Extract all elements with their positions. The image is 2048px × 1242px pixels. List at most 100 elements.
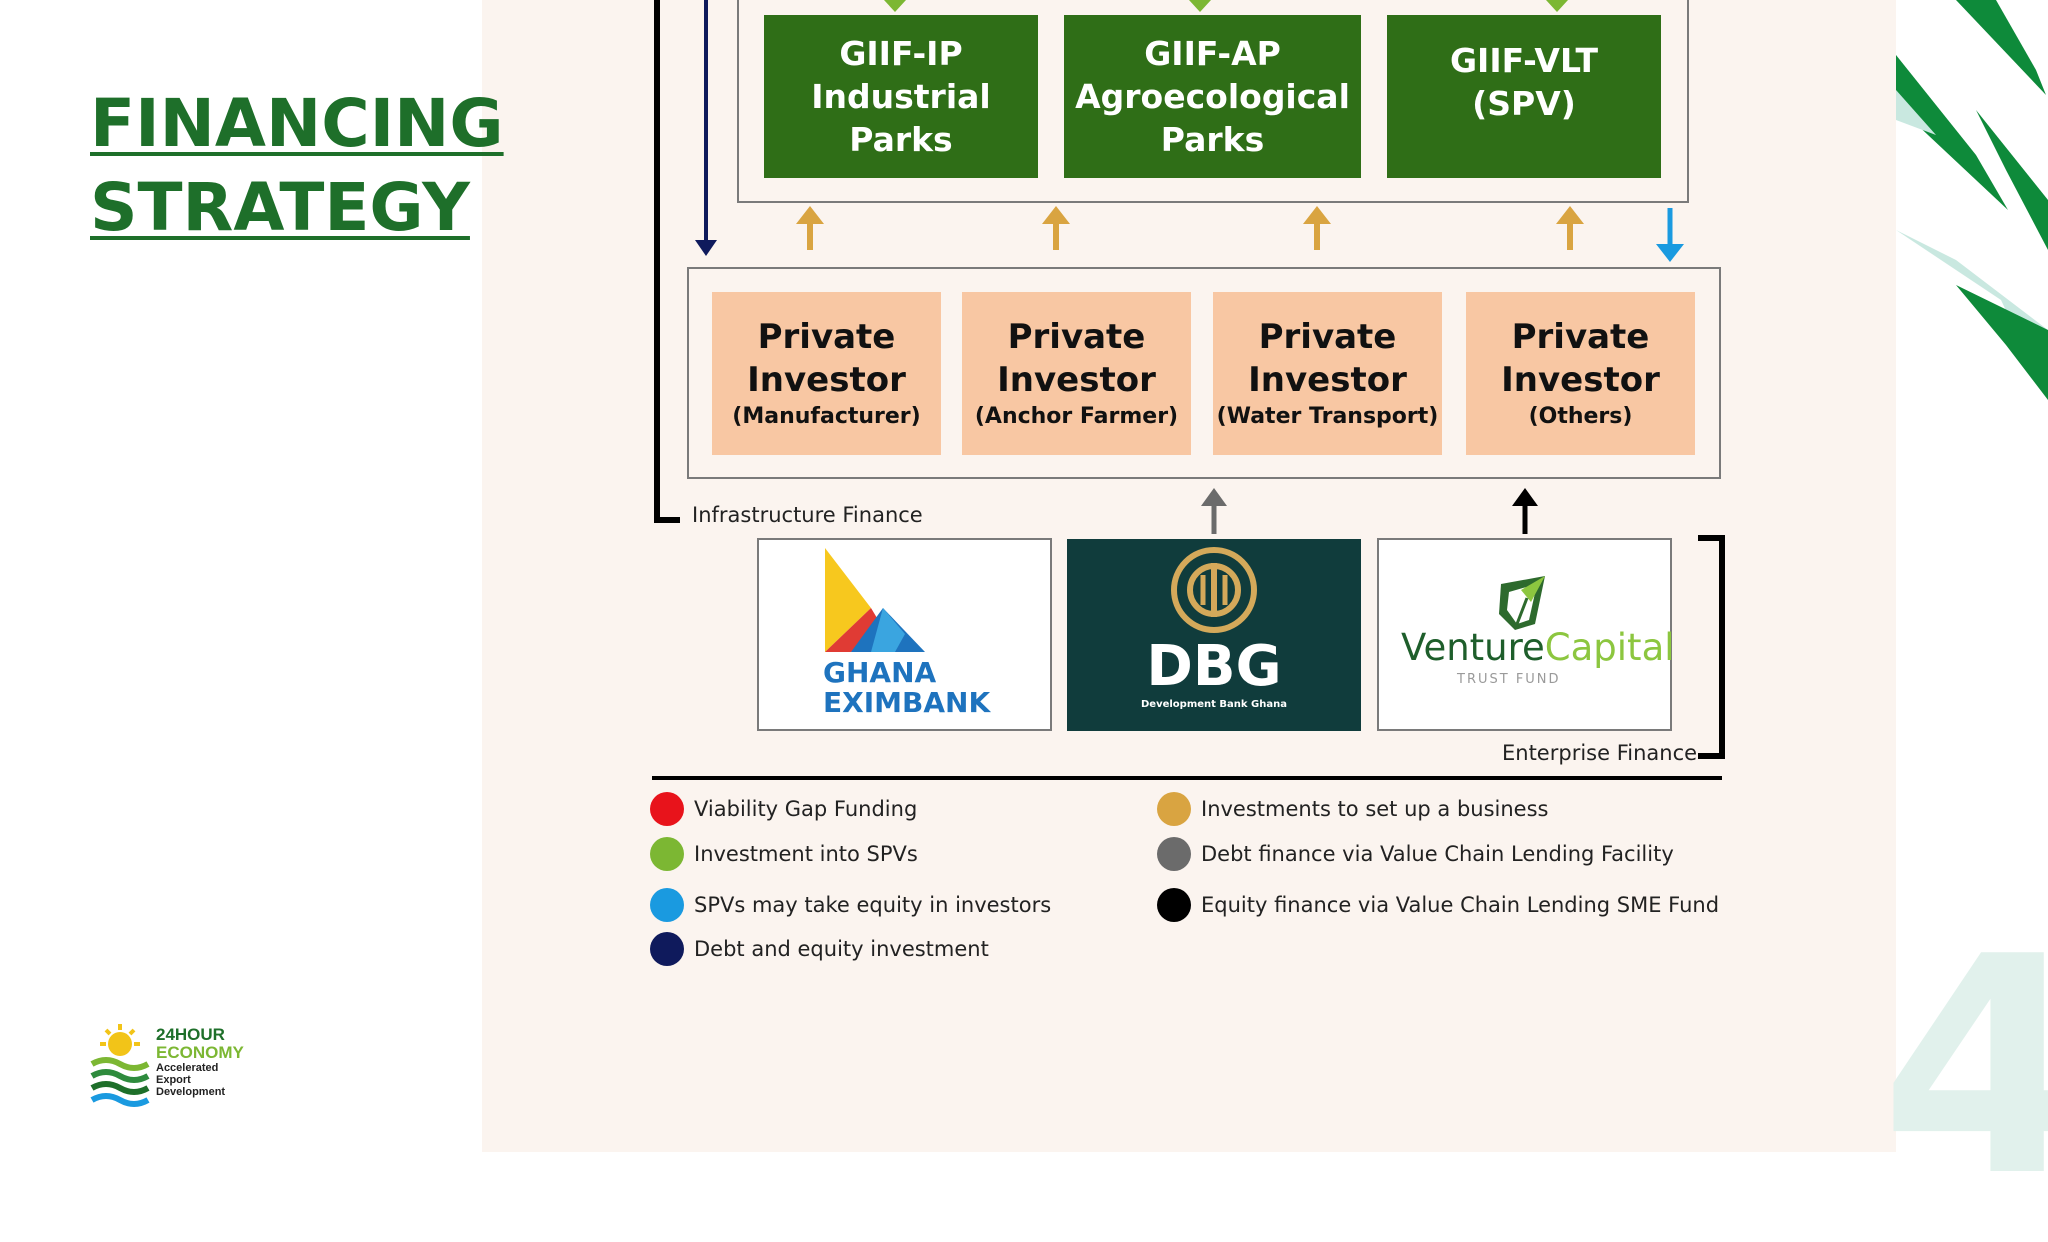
- investor-type: (Anchor Farmer): [974, 403, 1179, 429]
- investor-line: Private: [1258, 316, 1397, 357]
- investor-container-outline: [687, 267, 1721, 479]
- entity-line: Industrial: [811, 77, 991, 116]
- legend-label: Investment into SPVs: [694, 842, 918, 866]
- investor-line: Private: [1007, 316, 1146, 357]
- arrow-navy-head: [695, 240, 717, 256]
- arrow-tip-green: [884, 0, 906, 12]
- dbg-logo: DBG Development Bank Ghana: [1067, 539, 1361, 731]
- dbg-name: DBG: [1146, 634, 1282, 699]
- ghana-eximbank-logo: GHANA EXIMBANK: [757, 538, 1052, 731]
- eximbank-line1: GHANA: [823, 656, 937, 689]
- legend-dot-green: [650, 837, 684, 871]
- entity-giif-vlt: GIIF-VLT (SPV): [1387, 15, 1661, 178]
- investor-line: Investor: [997, 359, 1156, 400]
- investor-line: Private: [757, 316, 896, 357]
- entity-line: GIIF-AP: [1144, 34, 1281, 73]
- footer-logo-line4: Accelerated: [156, 1062, 219, 1074]
- investor-line: Private: [1511, 316, 1650, 357]
- legend-item-viability: Viability Gap Funding: [650, 792, 1051, 826]
- diagram-connectors: [652, 0, 1725, 780]
- vc-word-capital: Capital: [1544, 626, 1675, 669]
- vc-name: VentureCapital: [1401, 626, 1675, 670]
- arrow-tip-green: [1546, 0, 1568, 12]
- investor-line: Investor: [747, 359, 906, 400]
- footer-logo-line6: Development: [156, 1086, 226, 1098]
- dbg-subtitle: Development Bank Ghana: [1141, 699, 1287, 710]
- footer-logo-line1: 24HOUR: [156, 1025, 225, 1044]
- vc-word-venture: Venture: [1401, 626, 1545, 669]
- investor-type: (Others): [1528, 403, 1633, 429]
- legend-right: Investments to set up a business Debt fi…: [1157, 792, 1719, 922]
- legend-label: Viability Gap Funding: [694, 797, 918, 821]
- eximbank-emblem: [825, 548, 925, 652]
- legend-left: Viability Gap Funding Investment into SP…: [650, 792, 1051, 966]
- entity-line: Agroecological: [1075, 77, 1350, 116]
- legend-dot-navy: [650, 932, 684, 966]
- entity-line: GIIF-VLT: [1449, 41, 1599, 80]
- arrow-blue: [1656, 208, 1684, 262]
- title-line1: FINANCING: [90, 85, 504, 162]
- leaf-shape: [1896, 230, 2048, 400]
- slide-title: FINANCING STRATEGY: [90, 82, 504, 250]
- arrow-tip-green: [1189, 0, 1211, 12]
- enterprise-finance-bracket: [1698, 535, 1725, 759]
- legend-dot-gold: [1157, 792, 1191, 826]
- legend-dot-black: [1157, 888, 1191, 922]
- investor-anchor-farmer: Private Investor (Anchor Farmer): [962, 292, 1191, 455]
- decorative-leaves: [1896, 0, 2048, 400]
- legend-label: Equity finance via Value Chain Lending S…: [1201, 893, 1720, 917]
- entity-line: Parks: [1160, 120, 1265, 159]
- legend-item-business: Investments to set up a business: [1157, 792, 1719, 826]
- legend-dot-grey: [1157, 837, 1191, 871]
- eximbank-text: GHANA EXIMBANK: [823, 658, 990, 718]
- legend-item-debt-vcl: Debt finance via Value Chain Lending Fac…: [1157, 837, 1719, 871]
- infrastructure-finance-label: Infrastructure Finance: [692, 503, 923, 527]
- leaf-shape: [1896, 90, 1936, 135]
- title-line2: STRATEGY: [90, 169, 470, 246]
- legend-item-debt-equity: Debt and equity investment: [650, 932, 1051, 966]
- leaf-shape: [1956, 0, 2046, 95]
- dbg-emblem: [1171, 547, 1257, 633]
- arrow-gold-1: [796, 206, 824, 250]
- arrow-gold-4: [1556, 206, 1584, 250]
- arrow-black: [1512, 488, 1538, 534]
- eximbank-line2: EXIMBANK: [823, 686, 991, 719]
- legend-label: SPVs may take equity in investors: [694, 893, 1052, 917]
- legend-item-spv-equity: SPVs may take equity in investors: [650, 888, 1051, 922]
- legend-label: Investments to set up a business: [1201, 797, 1549, 821]
- leaf-shape: [1956, 285, 2048, 400]
- investor-line: Investor: [1501, 359, 1660, 400]
- leaf-shape: [1976, 110, 2048, 250]
- legend-dot-blue: [650, 888, 684, 922]
- arrow-gold-2: [1042, 206, 1070, 250]
- entity-line: (SPV): [1472, 84, 1576, 123]
- legend-dot-red: [650, 792, 684, 826]
- investor-line: Investor: [1248, 359, 1407, 400]
- spv-container-outline: [737, 0, 1689, 203]
- leaf-icon: [1499, 576, 1545, 630]
- sun-waves-icon: [90, 1024, 150, 1107]
- infrastructure-finance-line: [654, 0, 680, 523]
- arrow-grey: [1201, 488, 1227, 534]
- vc-subtitle: TRUST FUND: [1457, 672, 1561, 687]
- legend-label: Debt finance via Value Chain Lending Fac…: [1201, 842, 1674, 866]
- investor-manufacturer: Private Investor (Manufacturer): [712, 292, 941, 455]
- leaf-shape: [1896, 55, 2008, 210]
- legend-item-spv-investment: Investment into SPVs: [650, 837, 1051, 871]
- arrow-gold-3: [1303, 206, 1331, 250]
- footer-logo-line5: Export: [156, 1074, 191, 1086]
- investor-type: (Water Transport): [1216, 403, 1439, 429]
- footer-logo: 24HOUR ECONOMY & Accelerated Export Deve…: [88, 1024, 244, 1108]
- investor-type: (Manufacturer): [732, 403, 921, 429]
- legend-label: Debt and equity investment: [694, 937, 989, 961]
- investor-others: Private Investor (Others): [1466, 292, 1695, 455]
- entity-line: GIIF-IP: [839, 34, 963, 73]
- footer-logo-line2: ECONOMY: [156, 1043, 244, 1062]
- enterprise-finance-label: Enterprise Finance: [1502, 741, 1698, 765]
- venture-capital-logo: VentureCapital TRUST FUND: [1377, 538, 1675, 731]
- entity-line: Parks: [849, 120, 953, 159]
- legend-item-equity-sme: Equity finance via Value Chain Lending S…: [1157, 888, 1719, 922]
- investor-water-transport: Private Investor (Water Transport): [1213, 292, 1442, 455]
